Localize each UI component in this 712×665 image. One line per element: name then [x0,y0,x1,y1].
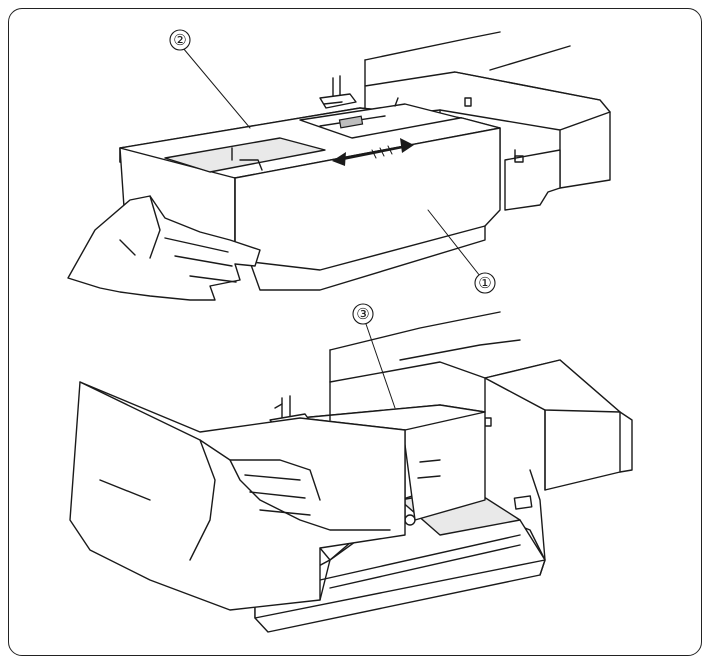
top-scene-machine [364,31,611,211]
top-extension-table [119,75,501,291]
callout-3: ③ [352,303,396,409]
callout-2: ② [169,29,251,129]
top-hand [67,195,261,301]
callout-1: ① [427,209,496,294]
callout-2-label: ② [173,31,186,49]
bottom-hand-and-sleeve [69,381,406,611]
callout-3-label: ③ [356,305,369,323]
callout-1-label: ① [478,274,491,292]
